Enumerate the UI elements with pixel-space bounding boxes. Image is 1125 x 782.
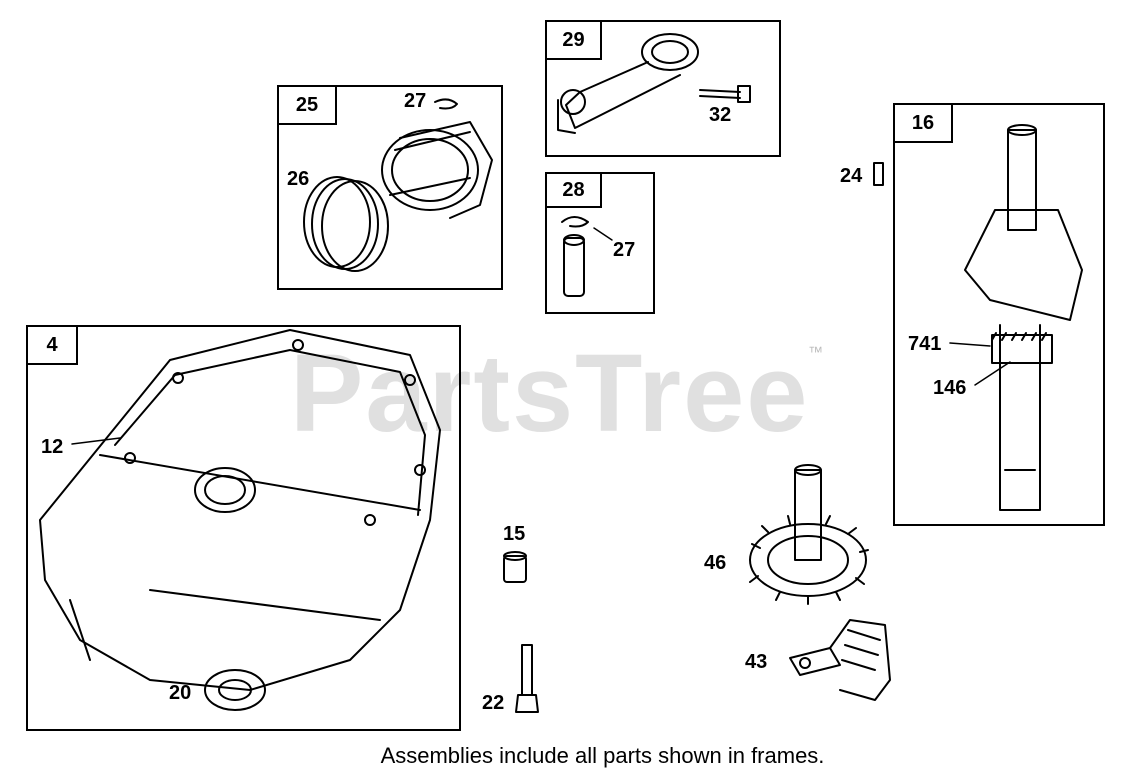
callout-27-pin-clip: 27 [613,239,636,261]
frame-connecting-rod: 29 [545,20,781,157]
frame-crankcase: 4 [26,325,461,731]
frame-piston-assembly: 25 [277,85,503,290]
frame-number: 4 [28,327,78,365]
drain-plug-drawing [503,551,527,583]
piston-rings-drawing [303,176,389,272]
connecting-rod-drawing [557,33,699,134]
callout-12-gasket: 12 [41,436,64,458]
frame-wrist-pin: 28 [545,172,655,314]
oil-seal-drawing [204,669,266,711]
wrist-pin-drawing [563,234,585,297]
crankcase-drawing [39,329,441,691]
frame-number: 25 [279,87,337,125]
rod-bolt-drawing [699,85,751,103]
callout-22-bolt: 22 [482,692,505,714]
callout-46-camshaft: 46 [704,552,727,574]
frame-number: 29 [547,22,602,60]
diagram-caption: Assemblies include all parts shown in fr… [380,743,825,768]
camshaft-drawing [749,464,869,605]
piston-drawing [381,121,493,219]
callout-146: 146 [933,377,967,399]
callout-741: 741 [908,333,942,355]
trademark-mark: ™ [808,344,823,361]
callout-32-bolt: 32 [709,104,732,126]
governor-drawing [789,619,891,701]
callout-26-rings: 26 [287,168,310,190]
retaining-clip-drawing [434,98,458,110]
wrist-pin-clip-drawing [561,216,589,228]
frame-crankshaft: 16 [893,103,1105,526]
callout-20-seal: 20 [169,682,192,704]
frame-number: 28 [547,174,602,208]
watermark: PartsTree [290,332,810,455]
callout-24-key: 24 [840,165,863,187]
crankshaft-drawing [964,124,1083,511]
bolt-drawing [515,644,539,713]
key-drawing [873,162,884,186]
callout-43-governor: 43 [745,651,768,673]
callout-15-plug: 15 [503,523,526,545]
frame-number: 16 [895,105,953,143]
callout-27-clip: 27 [404,90,427,112]
